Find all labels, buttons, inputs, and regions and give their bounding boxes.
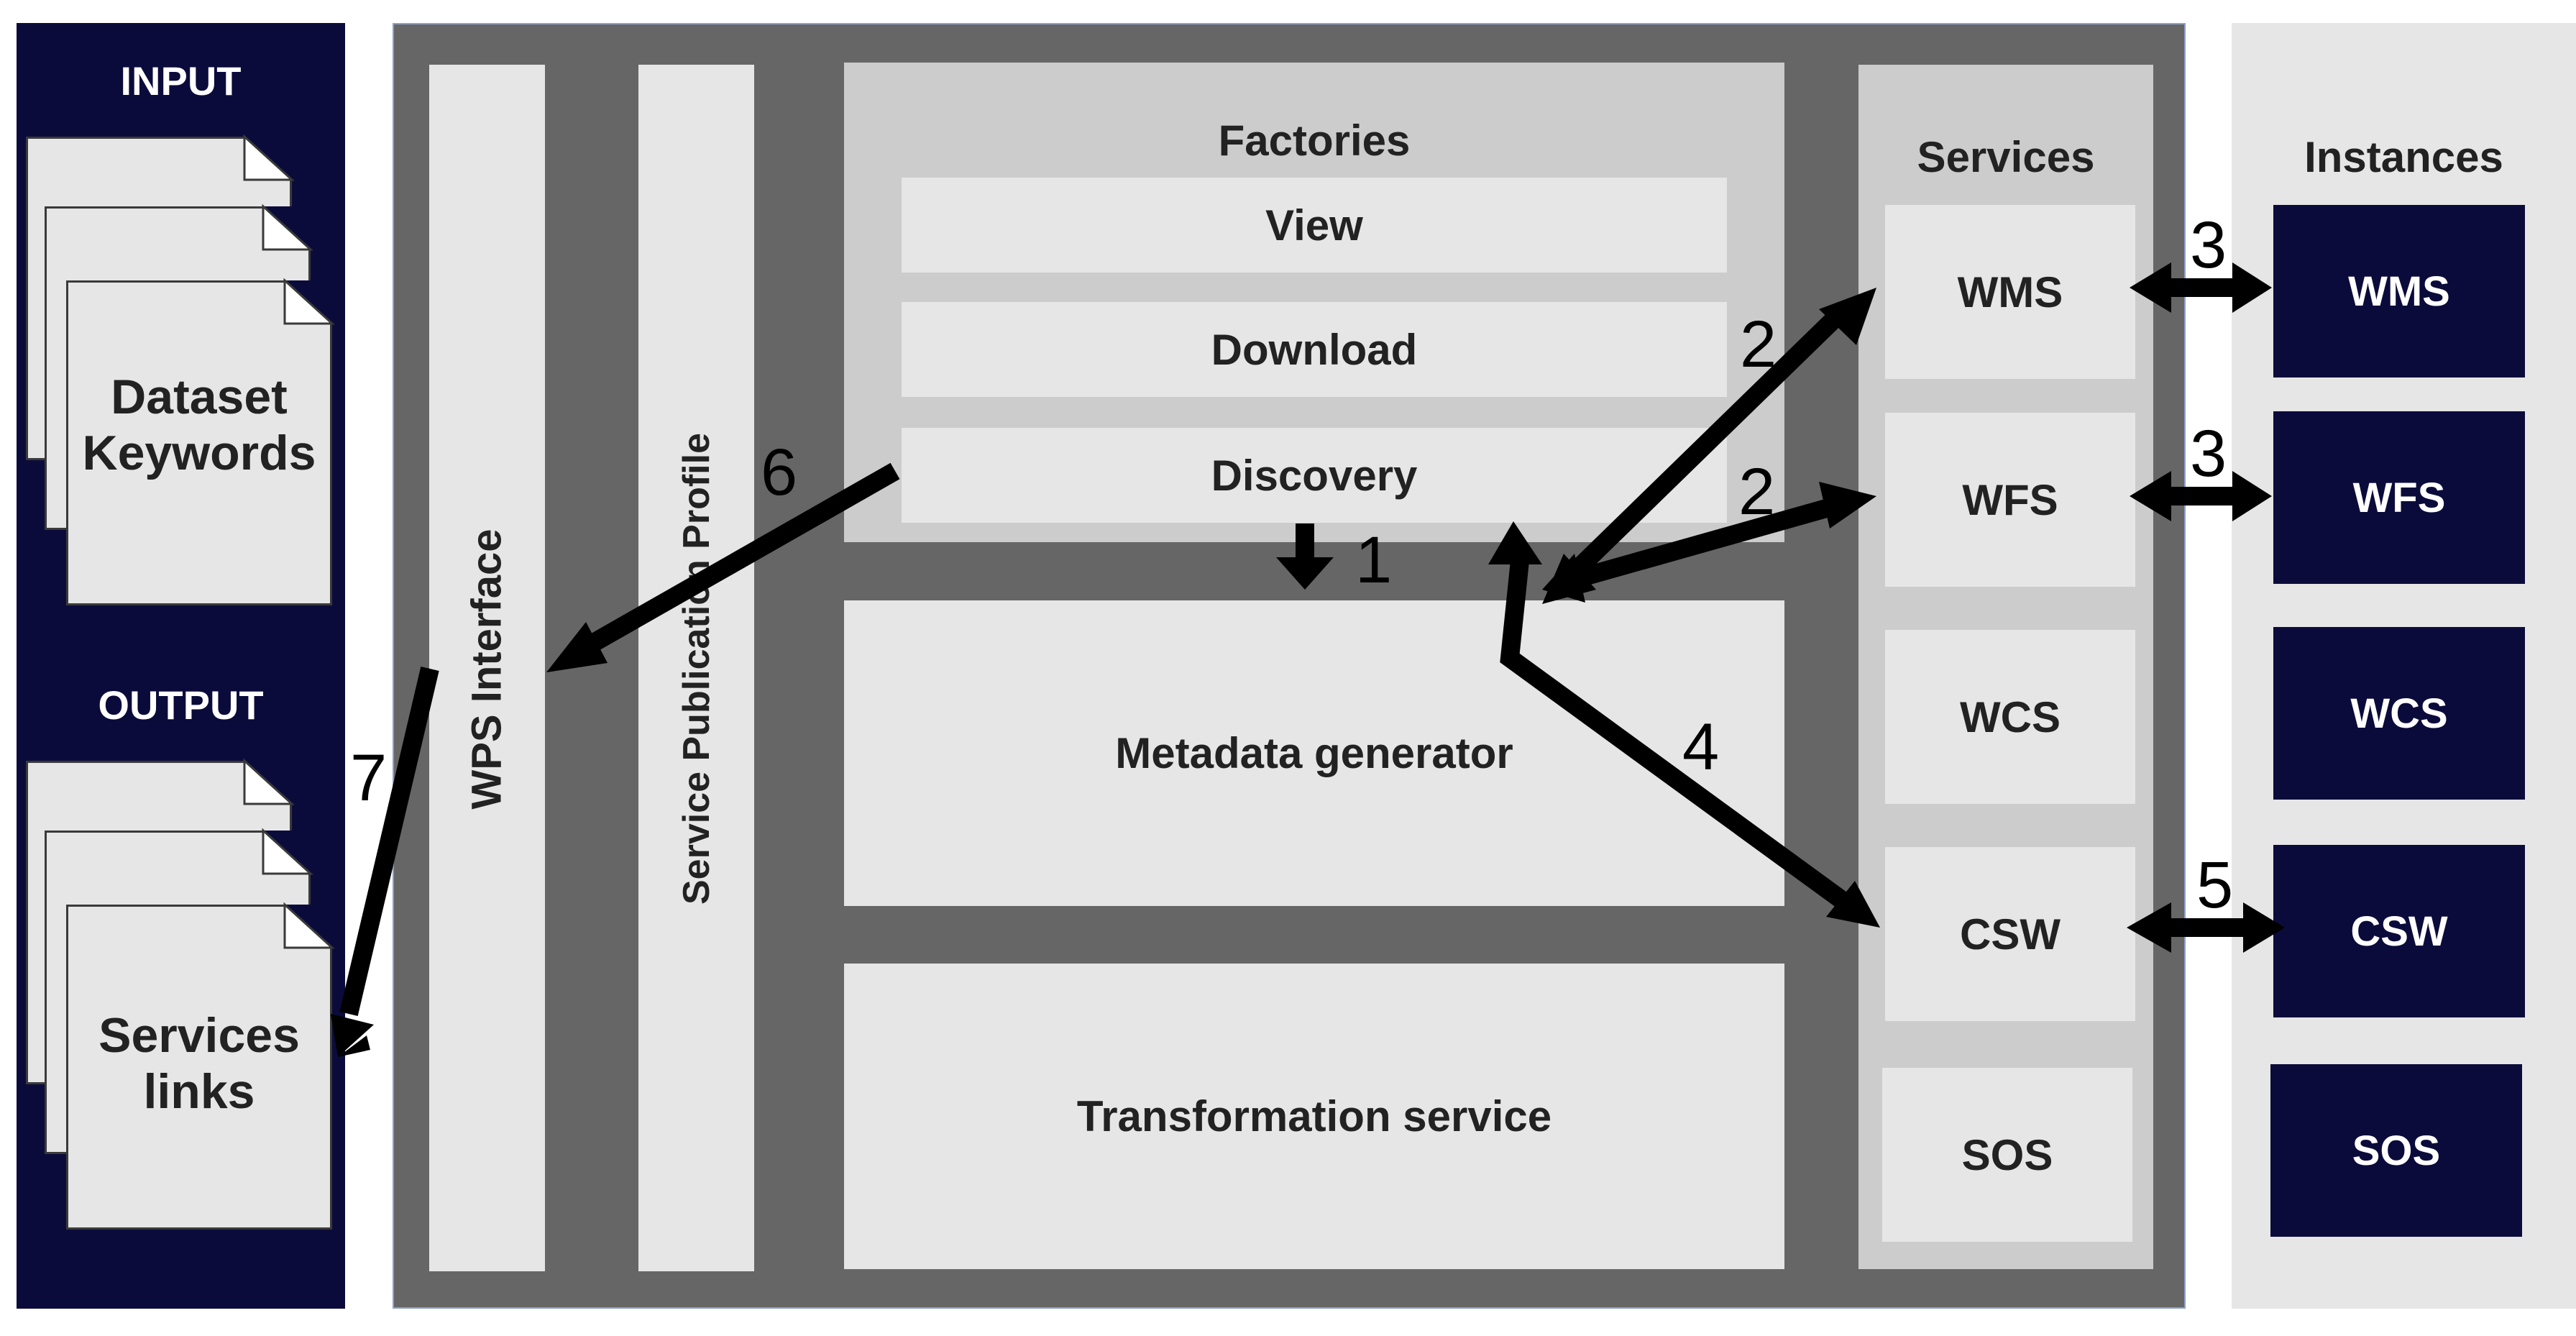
arrow-3-wfs <box>2130 471 2272 521</box>
arrow-label-7: 7 <box>350 741 387 815</box>
arrow-label-1: 1 <box>1355 523 1392 597</box>
arrow-3-wms <box>2130 262 2272 313</box>
arrow-7 <box>331 667 439 1057</box>
input-doc-front: Dataset Keywords <box>66 280 332 605</box>
arrow-label-4: 4 <box>1682 710 1719 784</box>
arrow-2-wfs <box>1542 482 1876 603</box>
arrow-5 <box>2127 902 2285 953</box>
arrow-label-3-wfs: 3 <box>2190 417 2227 490</box>
factory-discovery: Discovery <box>902 428 1727 523</box>
service-wfs: WFS <box>1885 413 2135 587</box>
service-csw: CSW <box>1885 847 2135 1021</box>
input-doc-label-line1: Dataset <box>111 370 288 424</box>
service-wms: WMS <box>1885 205 2135 379</box>
arrow-label-5: 5 <box>2196 848 2233 922</box>
wps-interface-column <box>429 65 545 1271</box>
transformation-service: Transformation service <box>844 964 1784 1269</box>
output-doc-front: Services links <box>66 905 332 1230</box>
instance-csw: CSW <box>2273 845 2525 1017</box>
arrow-label-6: 6 <box>761 436 797 509</box>
instance-wcs: WCS <box>2273 627 2525 800</box>
instance-wms: WMS <box>2273 205 2525 378</box>
output-doc-label-line1: Services <box>98 1008 300 1063</box>
arrow-6 <box>546 462 900 672</box>
instance-wfs: WFS <box>2273 411 2525 584</box>
output-title: OUTPUT <box>98 682 264 728</box>
arrow-label-2-wfs: 2 <box>1738 455 1775 529</box>
arrow-label-3-wms: 3 <box>2190 209 2227 282</box>
output-doc-label-line2: links <box>143 1064 255 1119</box>
instance-sos: SOS <box>2270 1064 2522 1237</box>
services-title: Services <box>1917 132 2095 181</box>
factories-title: Factories <box>1218 116 1411 165</box>
service-sos: SOS <box>1882 1068 2132 1242</box>
input-doc-label-line2: Keywords <box>82 426 316 480</box>
factory-view: View <box>902 178 1727 273</box>
input-title: INPUT <box>120 58 242 104</box>
service-wcs: WCS <box>1885 630 2135 804</box>
arrow-4 <box>1488 521 1880 928</box>
arrow-label-2-wms: 2 <box>1740 308 1777 381</box>
instances-title: Instances <box>2304 132 2503 181</box>
service-publication-profile-column <box>638 65 754 1271</box>
arrow-1 <box>1276 523 1334 590</box>
factory-download: Download <box>902 302 1727 397</box>
